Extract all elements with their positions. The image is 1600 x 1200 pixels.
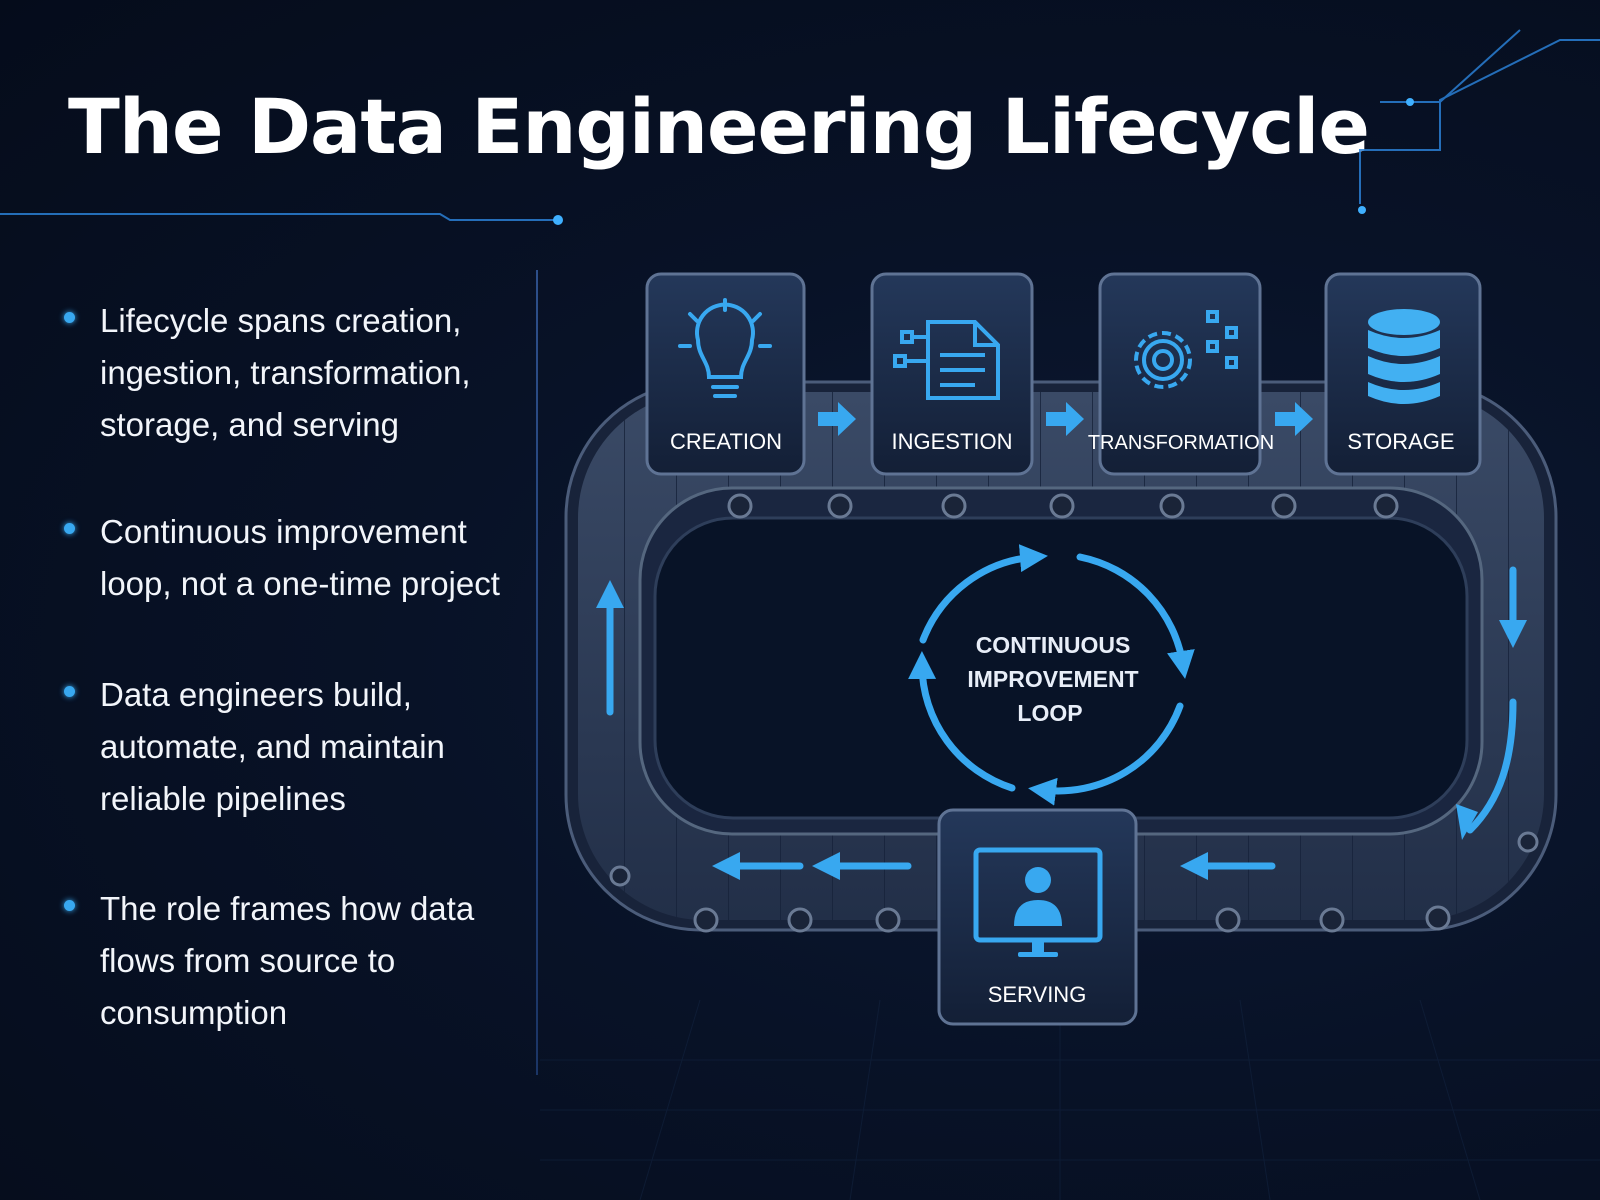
loop-label-line1: CONTINUOUS [976, 632, 1131, 658]
improvement-loop [908, 544, 1195, 806]
document-icon [893, 320, 1000, 400]
arrow-head-icon [1456, 804, 1478, 840]
bullet-text: The role frames how data flows from sour… [100, 890, 475, 1031]
bullet-dot-icon [64, 900, 75, 911]
stage-creation: CREATION [645, 272, 806, 476]
bullet-text: Lifecycle spans creation, ingestion, tra… [100, 302, 471, 443]
bullet-dot-icon [64, 686, 75, 697]
stage-serving: SERVING [937, 808, 1138, 1026]
right-arrow-icon [1046, 402, 1084, 436]
circuit-node-icon [1358, 206, 1366, 214]
stage-label-transformation: TRANSFORMATION [1088, 432, 1274, 454]
database-icon [1368, 309, 1440, 404]
gear-icon [1134, 310, 1238, 389]
right-arrow-icon [818, 402, 856, 436]
bullet-dot-icon [64, 523, 75, 534]
arrow-head-icon [712, 852, 740, 880]
stage-arrows [818, 402, 1313, 436]
arrow-head-icon [1499, 620, 1527, 648]
stage-storage: STORAGE [1324, 272, 1482, 476]
stage-transformation: TRANSFORMATION [1088, 272, 1274, 476]
belt-arrow-curve-icon [1466, 698, 1517, 834]
loop-label-line3: LOOP [1017, 700, 1082, 726]
lightbulb-icon [678, 298, 772, 398]
stage-label-creation: CREATION [670, 429, 782, 454]
stage-ingestion: INGESTION [870, 272, 1034, 476]
stage-label-ingestion: INGESTION [891, 429, 1012, 454]
circuit-decoration [0, 29, 1600, 221]
arrow-head-icon [596, 580, 624, 608]
right-arrow-icon [1275, 402, 1313, 436]
arrow-head-icon [812, 852, 840, 880]
conveyor-belt [564, 380, 1558, 932]
page-title: The Data Engineering Lifecycle [68, 82, 1370, 171]
belt-flow-arrows [606, 566, 1517, 870]
stage-label-storage: STORAGE [1347, 429, 1454, 454]
bullet-dot-icon [64, 312, 75, 323]
stage-label-serving: SERVING [988, 982, 1087, 1007]
conveyor-rollers [609, 493, 1539, 933]
divider-line [536, 270, 538, 1075]
circuit-node-icon [553, 215, 563, 225]
bullet-text: Data engineers build, automate, and main… [100, 676, 445, 817]
monitor-user-icon [973, 847, 1103, 957]
bullet-text: Continuous improvement loop, not a one-t… [100, 513, 500, 602]
loop-label-line2: IMPROVEMENT [967, 666, 1138, 692]
floor-grid [540, 999, 1600, 1200]
circuit-node-icon [1406, 98, 1414, 106]
arrow-head-icon [1180, 852, 1208, 880]
